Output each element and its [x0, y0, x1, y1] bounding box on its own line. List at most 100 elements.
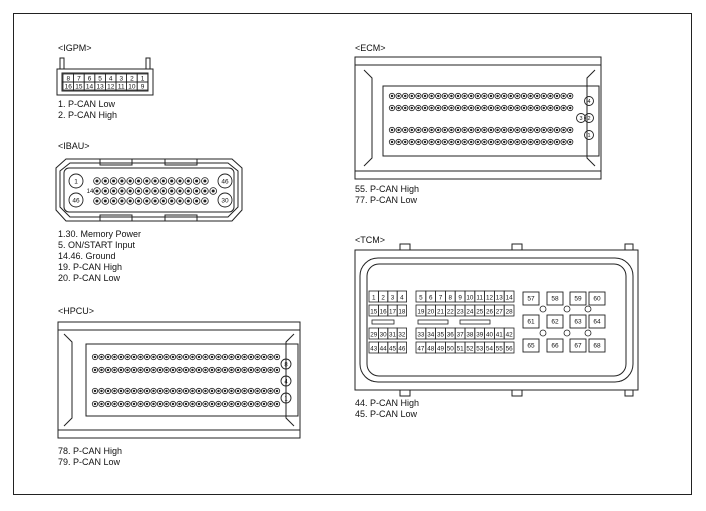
ibau-pin-core — [153, 179, 157, 183]
tcm-pin-label: 45 — [389, 345, 397, 352]
ecm-pin-core — [529, 94, 532, 98]
hpcu-pin-core — [106, 355, 110, 359]
hpcu-pin-core — [113, 368, 116, 372]
ecm-pin — [408, 104, 415, 112]
ibau-pin-core — [161, 179, 165, 183]
hpcu-pin-core — [249, 389, 253, 393]
hpcu-pin-core — [100, 402, 103, 406]
ecm-pin-core — [489, 128, 493, 132]
ecm-pin — [534, 92, 541, 100]
ecm-pin-core — [476, 106, 480, 110]
igpm-pin-label: 2 — [130, 76, 134, 83]
hpcu-pin — [189, 387, 196, 395]
ecm-pin — [461, 126, 468, 134]
hpcu-pin-core — [93, 402, 97, 406]
ibau-pin-core — [136, 189, 141, 193]
hpcu-pin-core — [139, 402, 142, 406]
hpcu-pin-core — [165, 368, 168, 372]
tcm-pin-cell — [503, 304, 515, 317]
tcm-big-pin-label: 65 — [527, 342, 535, 349]
ecm-pin-core — [542, 106, 546, 110]
tcm-big-pin-label: 67 — [574, 342, 582, 349]
ecm-pin — [448, 126, 455, 134]
ecm-pin — [428, 126, 435, 134]
hpcu-pin-core — [210, 355, 214, 359]
hpcu-pin — [202, 353, 209, 361]
ecm-pin-core — [555, 128, 559, 132]
hpcu-pin — [182, 366, 190, 374]
ecm-pin-core — [423, 94, 427, 98]
hpcu-pin-core — [256, 402, 259, 406]
hpcu-pin-core — [269, 402, 272, 406]
ibau-pin — [201, 187, 209, 195]
hpcu-pin — [228, 400, 235, 408]
ibau-pin — [184, 187, 193, 195]
ecm-pin-core — [522, 94, 526, 98]
ecm-pin-core — [535, 128, 539, 132]
tcm-pin-label: 29 — [370, 331, 378, 338]
ibau-pin — [134, 197, 143, 205]
ecm-pin-core — [549, 106, 552, 110]
hpcu-pin — [215, 353, 222, 361]
hpcu-pin — [117, 353, 125, 361]
hpcu-large-pin-label: 1 — [284, 396, 288, 402]
ecm-pin-core — [568, 128, 572, 132]
tcm-pin-label: 2 — [381, 294, 385, 301]
tcm-pin-label: 35 — [437, 331, 445, 338]
ibau-pin — [134, 177, 143, 185]
hpcu-pin-core — [119, 402, 123, 406]
ibau-pin — [109, 197, 118, 205]
hpcu-pin-core — [243, 389, 246, 393]
hpcu-connector: 841 — [57, 321, 301, 439]
hpcu-pin-core — [197, 402, 201, 406]
hpcu-large-pin — [280, 392, 292, 404]
ibau-note: 14.46. Ground — [58, 251, 116, 261]
hpcu-pin-core — [139, 368, 142, 372]
hpcu-pin-core — [158, 389, 162, 393]
ecm-pin-core — [476, 128, 480, 132]
ecm-pin-core — [443, 106, 447, 110]
ibau-pin — [151, 197, 159, 205]
ibau-pin-core — [203, 199, 207, 203]
hpcu-pin-core — [93, 368, 97, 372]
tcm-pin-label: 36 — [447, 331, 455, 338]
hpcu-pin-core — [165, 389, 168, 393]
igpm-pin-label: 16 — [65, 84, 73, 91]
hpcu-pin-core — [275, 368, 279, 372]
ibau-pin-core — [178, 179, 182, 183]
ecm-pin — [468, 138, 475, 146]
ecm-pin-core — [562, 94, 565, 98]
hpcu-pin-core — [184, 402, 188, 406]
ibau-large-pin-label: 30 — [221, 198, 229, 205]
hpcu-large-pin-label: 4 — [284, 379, 288, 385]
ecm-pin — [481, 138, 488, 146]
ecm-pin-core — [522, 140, 526, 144]
tcm-latch-bar — [371, 319, 395, 325]
ecm-pin — [560, 138, 567, 146]
ibau-pin — [118, 177, 126, 185]
ibau-pin-core — [170, 199, 174, 203]
ecm-pin-core — [469, 128, 473, 132]
ibau-pin-core — [203, 189, 207, 193]
hpcu-pin — [189, 366, 196, 374]
hpcu-pin — [208, 366, 216, 374]
ecm-pin — [547, 126, 554, 134]
hpcu-pin — [104, 400, 112, 408]
ecm-pin — [474, 126, 481, 134]
ecm-large-pin — [584, 113, 594, 123]
tcm-pin-label: 6 — [429, 294, 433, 301]
hpcu-pin-core — [243, 402, 246, 406]
ecm-pin-core — [450, 94, 453, 98]
hpcu-pin-core — [100, 355, 103, 359]
ibau-pin-core — [112, 189, 116, 193]
hpcu-pin-core — [145, 402, 149, 406]
tcm-pin-label: 43 — [370, 345, 378, 352]
tcm-pin-label: 41 — [496, 331, 504, 338]
tcm-big-pin-label: 62 — [551, 318, 559, 325]
ecm-pin-core — [542, 140, 546, 144]
hpcu-pin-core — [197, 389, 201, 393]
hpcu-pin-core — [204, 389, 207, 393]
hpcu-pin-core — [217, 355, 220, 359]
hpcu-pin-core — [93, 355, 97, 359]
